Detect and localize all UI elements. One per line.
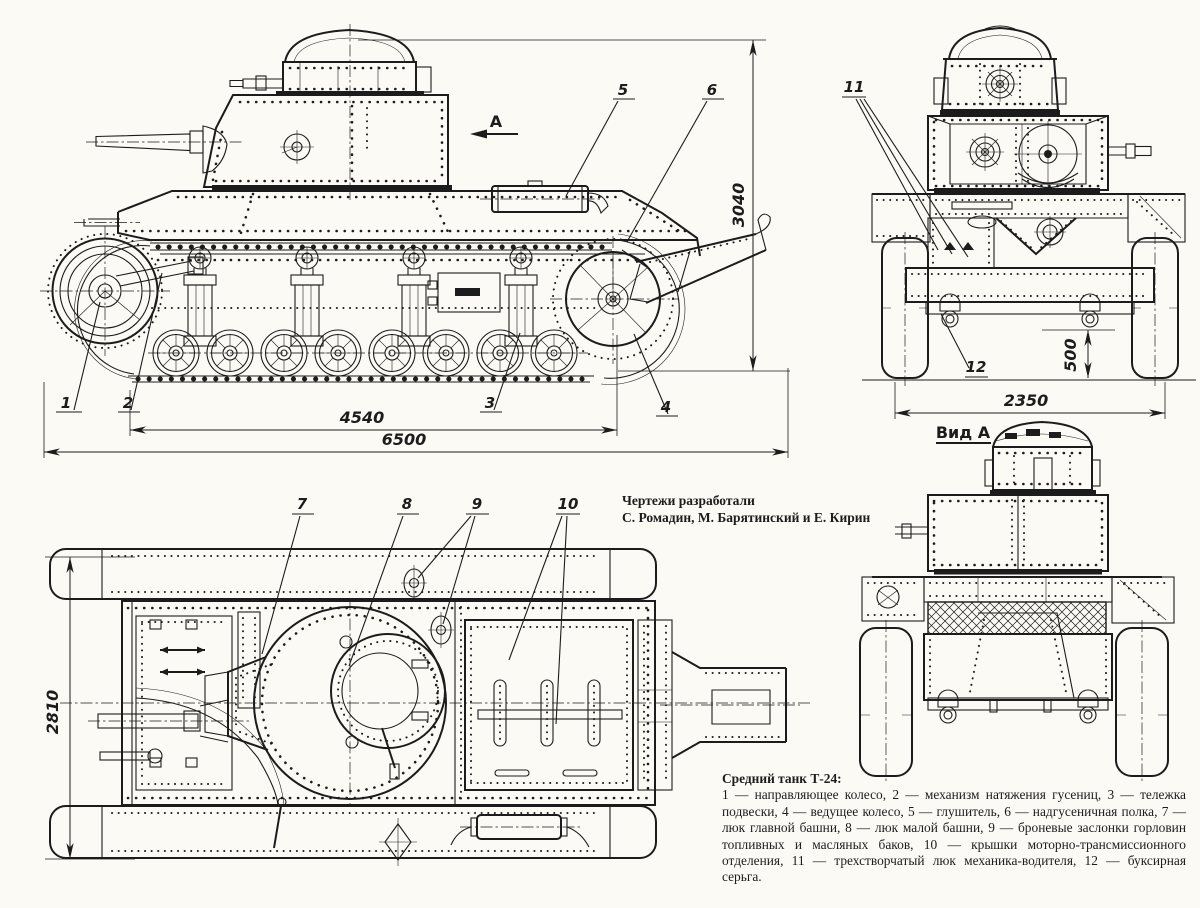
side-view: А — [40, 24, 790, 458]
svg-text:8: 8 — [402, 495, 412, 513]
svg-text:9: 9 — [472, 495, 482, 513]
fuel-filler-cover — [400, 564, 428, 602]
dimension-track-length: 4540 — [129, 335, 618, 436]
side-gun-barrel — [86, 125, 242, 174]
svg-text:2: 2 — [123, 394, 133, 412]
svg-text:10: 10 — [558, 495, 579, 513]
svg-text:5: 5 — [618, 81, 628, 99]
dimension-hull-width: 2810 — [43, 556, 135, 860]
front-right-wheel — [1131, 231, 1179, 387]
dim-3040: 3040 — [729, 183, 748, 228]
side-main-turret — [202, 24, 452, 200]
view-a-label: Вид А — [936, 423, 991, 442]
dim-6500: 6500 — [382, 430, 427, 449]
dim-500: 500 — [1061, 338, 1080, 371]
tail-skid-top — [660, 651, 800, 759]
front-gun-barrel — [1108, 143, 1152, 159]
idler-wheel — [40, 226, 170, 356]
front-small-turret — [933, 25, 1067, 115]
top-view: 2810 7 8 9 10 — [43, 495, 810, 866]
dimension-ground-clearance: 500 — [1042, 329, 1115, 378]
callout-1: 1 — [56, 301, 101, 413]
credits-line2: С. Ромадин, М. Барятинский и Е. Кирин — [622, 510, 871, 525]
rear-left-wheel — [859, 620, 913, 782]
oil-filler-cover — [427, 611, 455, 649]
credits-line1: Чертежи разработали — [622, 493, 755, 508]
caption-block: Средний танк Т-24: 1 — направляющее коле… — [722, 771, 1186, 886]
callout-8: 8 — [348, 495, 419, 667]
antenna-rod — [273, 797, 287, 849]
callout-5: 5 — [565, 81, 635, 197]
track-bottom-run — [128, 375, 594, 383]
top-right-track — [49, 805, 657, 859]
front-hull — [871, 193, 1186, 328]
top-main-turret — [88, 598, 447, 806]
dimension-width: 2350 — [894, 382, 1166, 419]
rear-small-turret — [984, 420, 1101, 495]
front-gun-mount — [1014, 121, 1082, 189]
side-small-turret — [229, 28, 432, 96]
callout-12: 12 — [940, 313, 988, 378]
rear-main-turret — [895, 494, 1109, 575]
top-machine-gun — [99, 748, 163, 764]
top-hull — [60, 600, 810, 806]
callout-9: 9 — [417, 495, 489, 625]
callout-11: 11 — [842, 78, 969, 258]
side-machine-gun — [229, 75, 284, 91]
credits-block: Чертежи разработали С. Ромадин, М. Барят… — [622, 492, 922, 526]
rear-hull — [861, 576, 1175, 724]
svg-text:7: 7 — [297, 495, 308, 513]
direction-a-arrow-icon — [470, 129, 518, 139]
callout-2: 2 — [118, 272, 163, 413]
top-gun-barrel — [88, 699, 250, 743]
callout-3: 3 — [480, 332, 521, 413]
engine-deck — [454, 601, 673, 805]
front-left-wheel — [881, 231, 929, 387]
callout-10: 10 — [508, 495, 580, 725]
dim-2810: 2810 — [43, 690, 62, 735]
fender-hatch-diamond — [379, 818, 417, 866]
svg-text:3: 3 — [485, 394, 495, 412]
svg-text:6: 6 — [707, 81, 717, 99]
callout-7: 7 — [261, 495, 314, 655]
caption-title: Средний танк Т-24: — [722, 771, 842, 786]
dimension-overall-height: 3040 — [358, 39, 790, 372]
dim-2350: 2350 — [1004, 391, 1049, 410]
svg-text:11: 11 — [844, 78, 865, 96]
radiator-grille — [927, 601, 1107, 635]
callout-6: 6 — [627, 81, 724, 241]
muffler — [480, 180, 609, 215]
top-small-turret — [330, 633, 446, 780]
side-running-gear — [40, 226, 686, 385]
svg-text:12: 12 — [966, 358, 987, 376]
track-top-run — [150, 242, 612, 251]
callout-4: 4 — [633, 333, 678, 417]
dim-4540: 4540 — [339, 408, 385, 427]
side-hull — [74, 180, 701, 313]
dimension-overall-length: 6500 — [43, 368, 789, 458]
front-main-turret — [927, 115, 1152, 193]
caption-body: 1 — направляющее колесо, 2 — механизм на… — [722, 787, 1186, 885]
front-view: 11 12 500 2350 — [842, 25, 1196, 419]
drive-sprocket — [550, 236, 678, 364]
rear-right-wheel — [1115, 620, 1169, 782]
rear-view: Вид А — [859, 420, 1175, 782]
tail-skid — [621, 213, 771, 304]
svg-text:1: 1 — [61, 394, 71, 412]
driver-hatch-front — [927, 217, 995, 269]
direction-a-label: А — [490, 112, 503, 131]
muffler-top — [450, 814, 590, 848]
